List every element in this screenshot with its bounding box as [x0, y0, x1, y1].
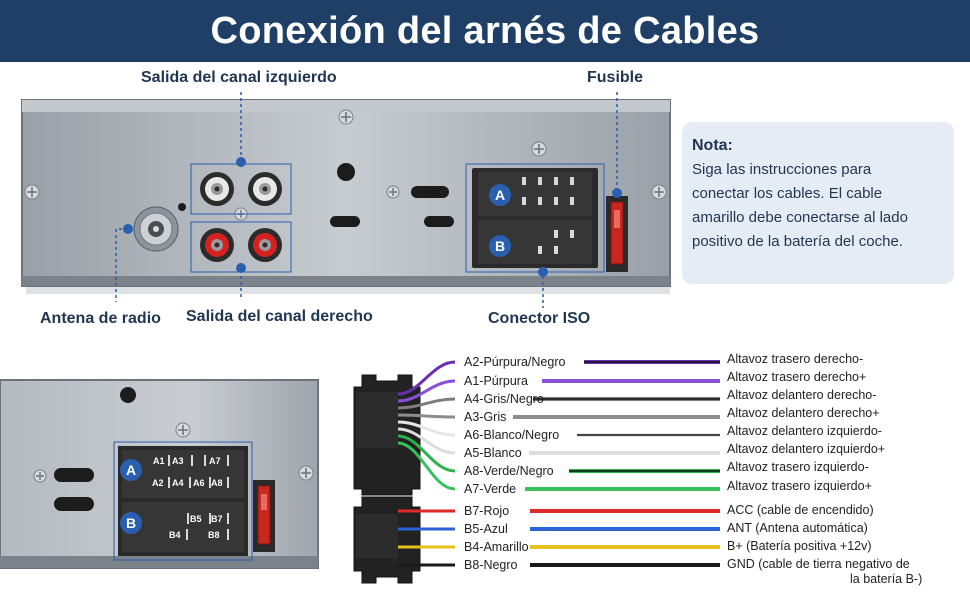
wire-dest-b7: ACC (cable de encendido) [727, 503, 874, 517]
wire-fan [397, 360, 456, 396]
screw-icon [24, 184, 40, 200]
wire-fan [397, 427, 456, 455]
pin-label: A4 [172, 478, 184, 488]
wire-dest-a2: Altavoz trasero derecho- [727, 352, 864, 366]
wire-fan [397, 434, 456, 473]
wire-dest-a1: Altavoz trasero derecho+ [727, 370, 867, 384]
wire-label-a7: A7-Verde [464, 482, 517, 496]
iso-connector: A B [472, 168, 598, 268]
screw-icon [651, 184, 667, 200]
detail-connector-a-letter: A [126, 462, 136, 478]
pin-label: B5 [190, 514, 202, 524]
wire-dest-b4: B+ (Batería positiva +12v) [727, 539, 872, 553]
wiring-diagram [353, 360, 720, 584]
wire-label-a2: A2-Púrpura/Negro [464, 355, 566, 369]
antenna-jack [133, 206, 179, 252]
wire-dest-a6: Altavoz delantero izquierdo- [727, 424, 882, 438]
connector-a-letter: A [495, 187, 505, 203]
wire-dest-a3: Altavoz delantero derecho+ [727, 406, 880, 420]
pin-label: B7 [211, 514, 223, 524]
pin-label: B4 [169, 530, 181, 540]
wire-dest-b8: GND (cable de tierra negativo de [727, 557, 910, 571]
wire-fan [397, 397, 456, 410]
wire-label-b8: B8-Negro [464, 558, 518, 572]
wire-label-b5: B5-Azul [464, 522, 508, 536]
wire-label-b7: B7-Rojo [464, 504, 510, 518]
pin-label: A2 [152, 478, 164, 488]
harness-connector-a [353, 374, 421, 496]
label-fuse: Fusible [587, 69, 644, 86]
wire-label-a5: A5-Blanco [464, 446, 522, 460]
pin-label: A3 [172, 456, 184, 466]
pin-label: A1 [153, 456, 165, 466]
wire-dest-a5: Altavoz delantero izquierdo+ [727, 442, 886, 456]
rca-right-red [200, 228, 282, 262]
wire-fan [397, 413, 456, 419]
wire-fan [397, 441, 456, 491]
label-iso-connector: Conector ISO [488, 310, 591, 327]
fuse [606, 196, 628, 272]
pin-label: A6 [193, 478, 205, 488]
screw-icon [175, 422, 191, 438]
wire-dest-a7: Altavoz trasero izquierdo+ [727, 479, 872, 493]
wire-dest-a4: Altavoz delantero derecho- [727, 388, 877, 402]
wire-fan [397, 379, 456, 403]
connector-b-letter: B [495, 238, 505, 254]
note-title: Nota: [692, 137, 733, 154]
note-line: conectar los cables. El cable [692, 185, 883, 202]
screw-icon [386, 185, 400, 199]
screw-icon [531, 141, 547, 157]
harness-connector-b [353, 496, 421, 584]
wire-dest-a8: Altavoz trasero izquierdo- [727, 460, 869, 474]
wire-dest-b5: ANT (Antena automática) [727, 521, 868, 535]
wire-label-a8: A8-Verde/Negro [464, 464, 554, 478]
note-box: Nota: Siga las instrucciones para conect… [682, 122, 954, 284]
pin-label: A7 [209, 456, 221, 466]
rca-left-white [200, 172, 282, 206]
wire-label-a6: A6-Blanco/Negro [464, 428, 560, 442]
label-right-channel: Salida del canal derecho [186, 308, 373, 325]
page-title: Conexión del arnés de Cables [0, 0, 970, 62]
wire-label-b4: B4-Amarillo [464, 540, 529, 554]
note-line: positivo de la batería del coche. [692, 233, 903, 250]
connector-detail-panel: A B A1 A3 A7 A2 A4 A6 A8 B5 B7 B4 B8 [0, 379, 319, 569]
label-left-channel: Salida del canal izquierdo [141, 69, 337, 86]
note-line: Siga las instrucciones para [692, 161, 872, 178]
screw-icon [298, 465, 314, 481]
wire-label-a4: A4-Gris/Negro [464, 392, 544, 406]
pin-label: A8 [211, 478, 223, 488]
screw-icon [338, 109, 354, 125]
wire-label-a3: A3-Gris [464, 410, 507, 424]
wire-fan [397, 420, 456, 437]
label-antenna: Antena de radio [40, 310, 161, 327]
pin-label: B8 [208, 530, 220, 540]
note-line: amarillo debe conectarse al lado [692, 209, 908, 226]
screw-icon [33, 469, 47, 483]
wire-dest-b8-line2: la batería B-) [850, 572, 923, 586]
wire-label-a1: A1-Púrpura [464, 374, 528, 388]
detail-connector-b-letter: B [126, 515, 136, 531]
radio-back-panel: A B [21, 92, 671, 308]
